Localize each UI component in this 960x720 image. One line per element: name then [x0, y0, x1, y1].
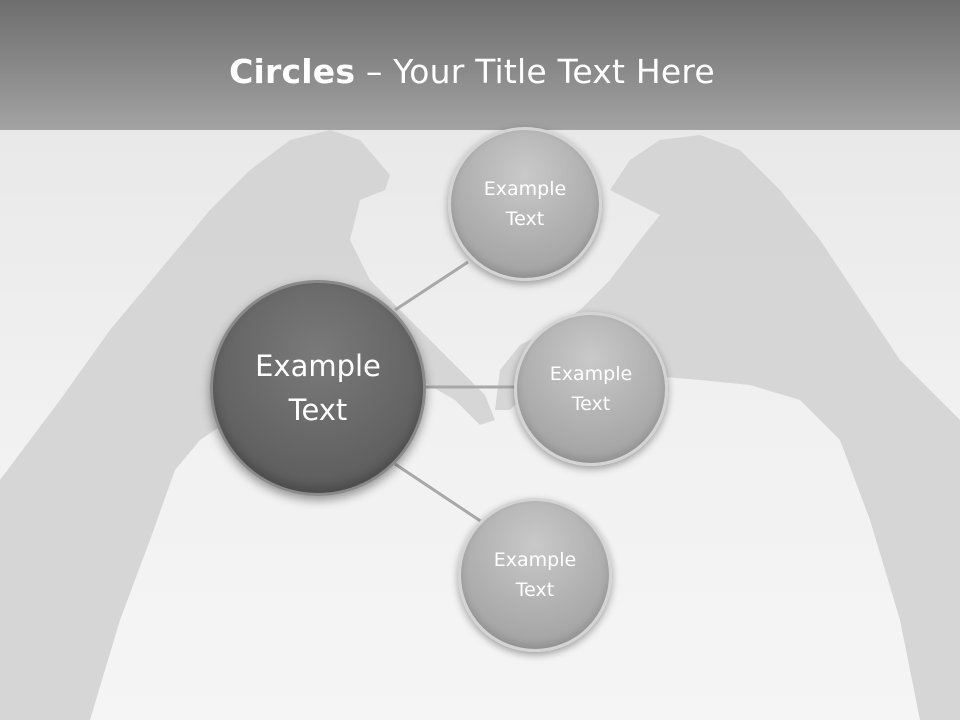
title-rest: – Your Title Text Here	[355, 52, 715, 91]
right-hand-silhouette	[495, 135, 960, 720]
satellite-circle-bottom[interactable]: Example Text	[458, 498, 612, 652]
satellite-circle-label: Example Text	[549, 363, 633, 415]
center-circle-label: Example Text	[255, 349, 381, 427]
connector-top	[394, 260, 469, 312]
satellite-circle-top[interactable]: Example Text	[448, 127, 602, 281]
center-circle[interactable]: Example Text	[210, 280, 426, 496]
title-bold: Circles	[229, 52, 356, 91]
connector-bottom	[394, 462, 483, 524]
satellite-circle-label: Example Text	[493, 549, 577, 601]
slide-title: Circles – Your Title Text Here	[0, 52, 944, 91]
left-hand-silhouette	[0, 130, 495, 720]
satellite-circle-label: Example Text	[483, 178, 567, 230]
header-band	[0, 0, 960, 130]
satellite-circle-middle[interactable]: Example Text	[514, 312, 668, 466]
